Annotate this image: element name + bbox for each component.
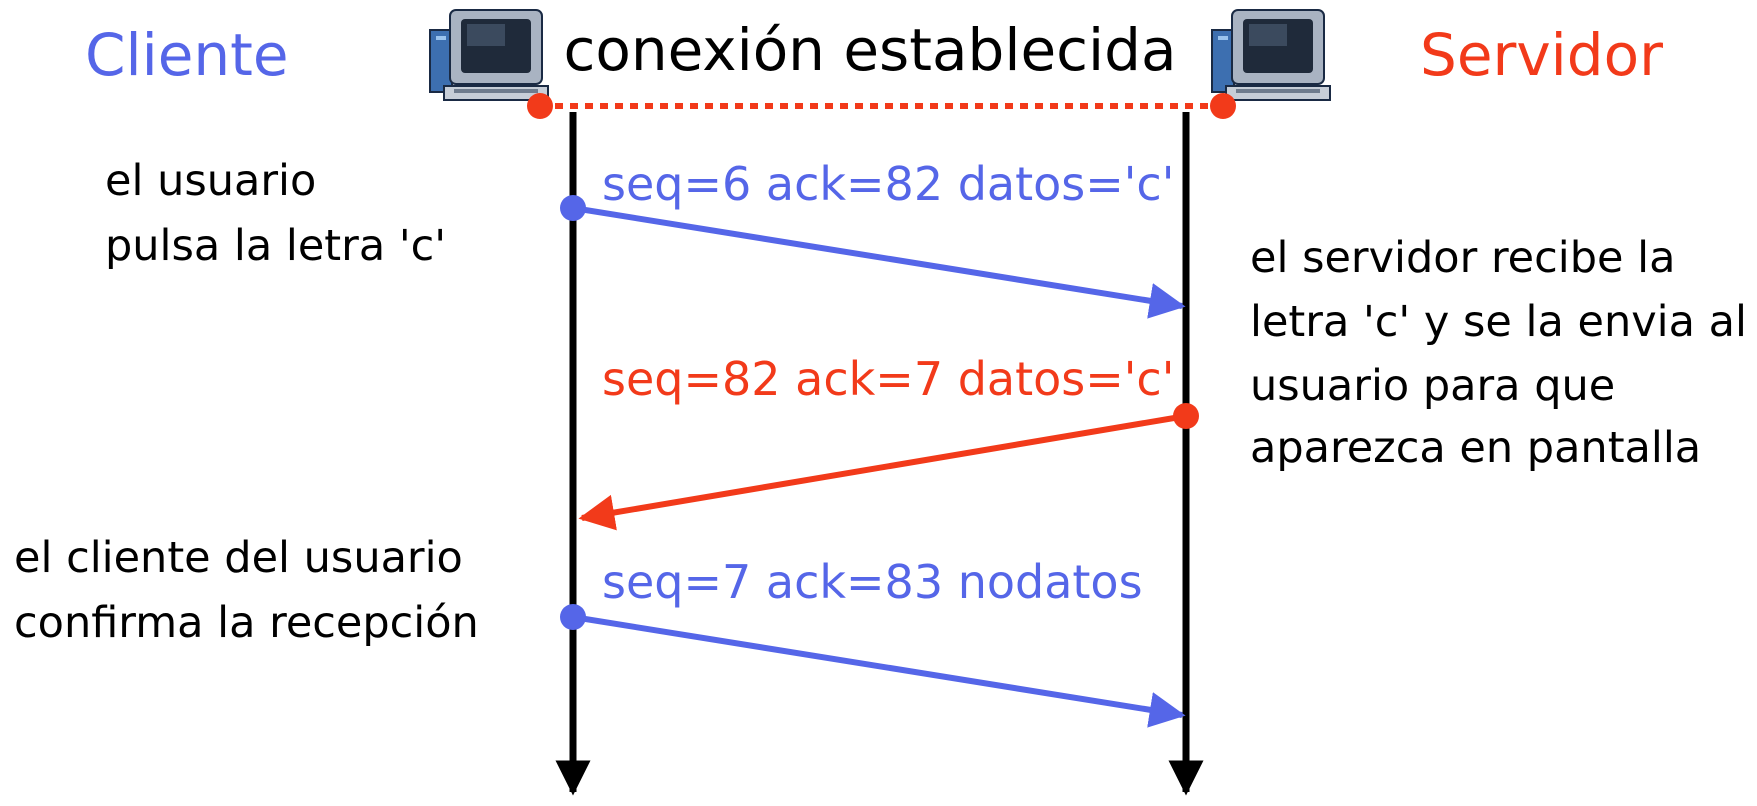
server-title: Servidor <box>1420 21 1663 89</box>
note-line: letra 'c' y se la envia al <box>1250 297 1747 347</box>
message-arrow-1 <box>572 205 1186 319</box>
note-line: pulsa la letra 'c' <box>105 221 446 271</box>
note-line: el usuario <box>105 156 316 206</box>
message-origin-3 <box>560 604 586 630</box>
message-label-1: seq=6 ack=82 datos='c' <box>602 157 1174 211</box>
desktop-computer-icon <box>429 9 549 101</box>
connection-endpoint-client <box>527 93 553 119</box>
note-line: el cliente del usuario <box>14 533 463 583</box>
note-server-echo: el servidor recibe la letra 'c' y se la … <box>1250 233 1747 473</box>
connection-label: conexión establecida <box>563 16 1176 84</box>
message-arrow-2 <box>578 413 1187 531</box>
note-line: el servidor recibe la <box>1250 233 1675 283</box>
connection-endpoint-server <box>1210 93 1236 119</box>
message-label-3: seq=7 ack=83 nodatos <box>602 555 1143 609</box>
message-origin-1 <box>560 195 586 221</box>
client-title: Cliente <box>85 21 289 89</box>
note-line: aparezca en pantalla <box>1250 423 1701 473</box>
note-line: usuario para que <box>1250 361 1615 411</box>
note-client-ack: el cliente del usuario confirma la recep… <box>14 533 479 648</box>
message-arrow-3 <box>572 614 1186 728</box>
note-client-keypress: el usuario pulsa la letra 'c' <box>105 156 446 271</box>
note-line: confirma la recepción <box>14 598 479 648</box>
message-label-2: seq=82 ack=7 datos='c' <box>602 352 1174 406</box>
message-origin-2 <box>1173 403 1199 429</box>
desktop-computer-icon <box>1211 9 1331 101</box>
